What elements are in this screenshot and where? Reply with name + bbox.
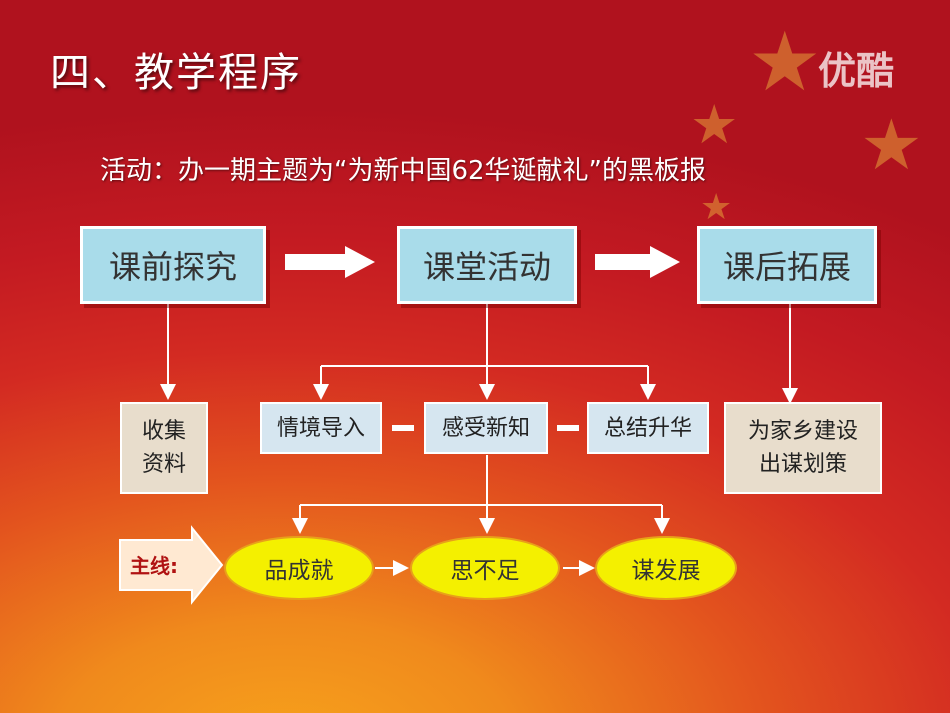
sub-feel: 感受新知: [424, 402, 548, 454]
mainline-step-development: 谋发展: [595, 536, 737, 600]
stage-in-class: 课堂活动: [397, 226, 577, 304]
watermark-logo: 优酷: [818, 49, 895, 93]
stage-pre-class: 课前探究: [80, 226, 266, 304]
sub-intro: 情境导入: [260, 402, 382, 454]
mainline-arrow: [119, 525, 224, 605]
sub-summary: 总结升华: [587, 402, 709, 454]
star-icon: ★: [860, 104, 923, 186]
sub-collect-label: 收集资料: [141, 419, 186, 477]
stage-post-class: 课后拓展: [697, 226, 877, 304]
sub-plan-label: 为家乡建设出谋划策: [747, 419, 858, 477]
star-icon: ★: [748, 15, 822, 110]
star-icon: ★: [700, 187, 733, 228]
page-title: 四、教学程序: [50, 50, 302, 96]
flow-arrow: [285, 246, 375, 278]
sub-plan: 为家乡建设出谋划策: [724, 402, 882, 494]
activity-subtitle: 活动：办一期主题为“为新中国62华诞献礼”的黑板报: [100, 156, 707, 186]
mainline-step-achievements: 品成就: [224, 536, 374, 600]
mainline-step-shortcomings: 思不足: [410, 536, 560, 600]
sub-collect: 收集资料: [120, 402, 208, 494]
star-icon: ★: [690, 93, 739, 156]
flow-arrow: [595, 246, 680, 278]
mainline-label: 主线:: [130, 553, 178, 578]
